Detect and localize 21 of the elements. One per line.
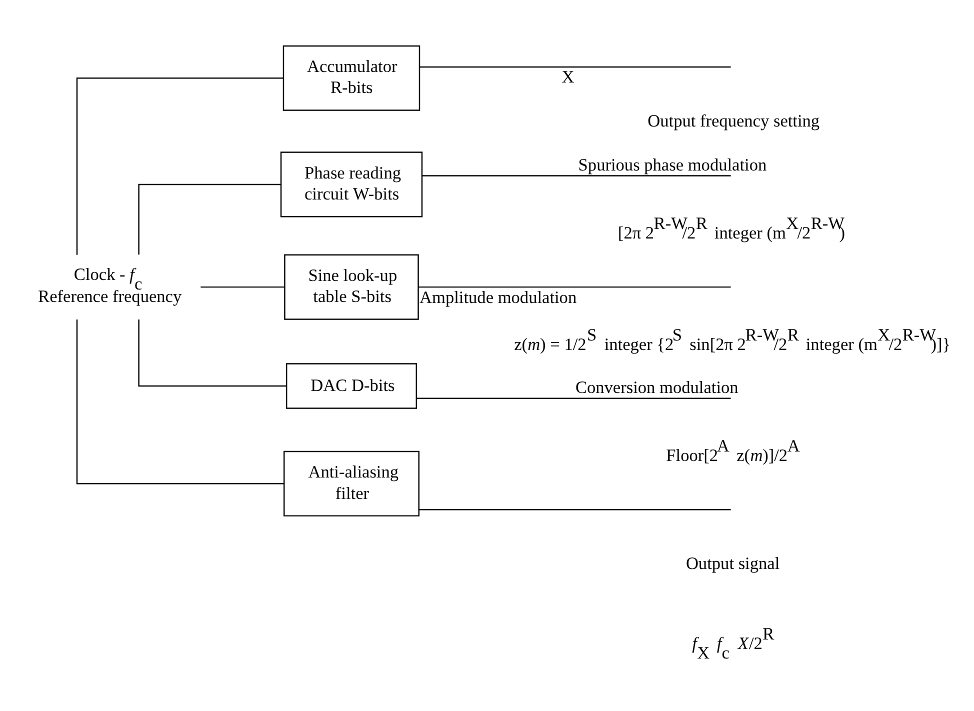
label: Output frequency setting: [647, 111, 820, 130]
connector: [418, 508, 730, 510]
edge-label: X: [561, 67, 574, 86]
edge-label: Amplitude modulation: [419, 287, 576, 306]
node-box: Phase reading circuit W-bits: [280, 151, 422, 217]
edge-label: Spurious phase modulation: [578, 154, 766, 174]
node-box: Anti-aliasing filter: [282, 450, 419, 516]
edge-label: Conversion modulation: [574, 378, 738, 397]
node-box: Accumulator R-bits: [282, 44, 420, 110]
connector: [418, 286, 730, 288]
node-box: Sine look-up table S-bits: [284, 254, 418, 320]
node-box: DAC D-bits: [285, 362, 417, 408]
connector: [416, 397, 730, 398]
connector: [138, 183, 280, 254]
connector: [422, 174, 730, 176]
connector: [200, 286, 284, 288]
label: Output signal: [685, 554, 780, 573]
connector: [419, 66, 730, 68]
connector: [76, 319, 284, 484]
connector: [138, 318, 286, 386]
connector: [76, 77, 283, 254]
